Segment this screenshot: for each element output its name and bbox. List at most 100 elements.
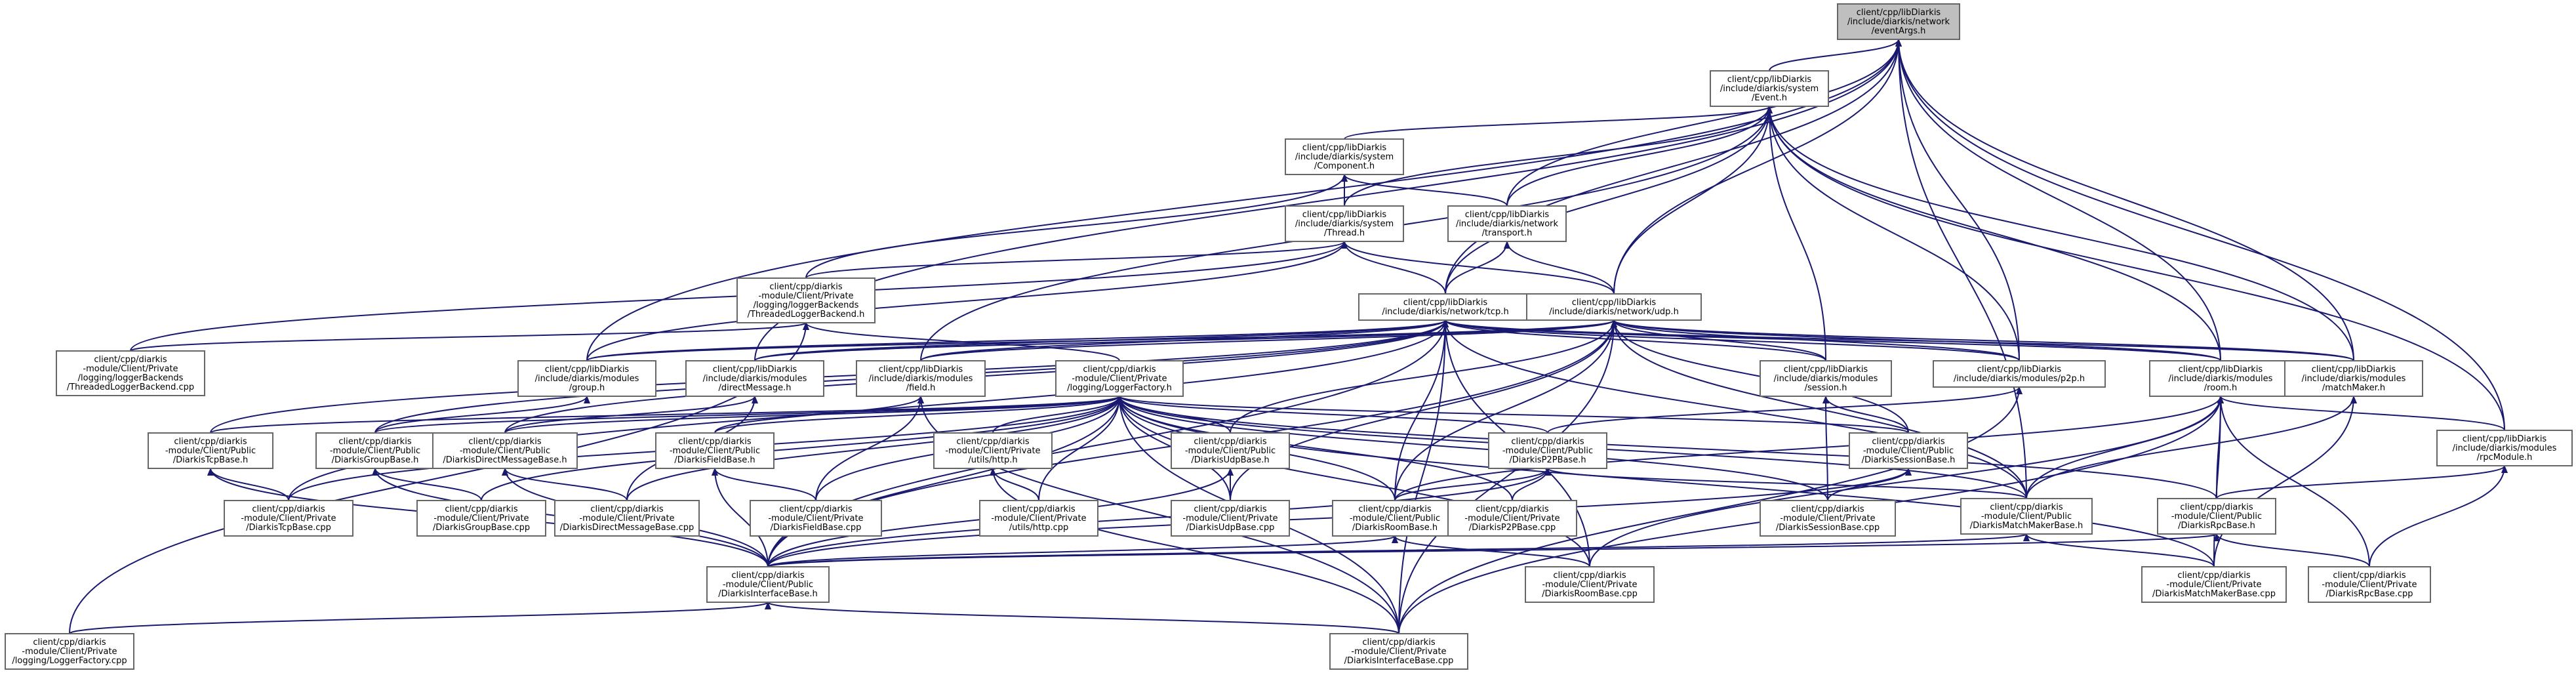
node-field[interactable]: client/cpp/libDiarkis/include/diarkis/mo… xyxy=(856,360,986,397)
edge-room-to-events xyxy=(1895,39,2221,361)
node-mmbase[interactable]: client/cpp/diarkis-module/Client/Public/… xyxy=(1960,498,2093,535)
edge-group-to-tcp xyxy=(586,319,1449,361)
node-tlb[interactable]: client/cpp/diarkis-module/Client/Private… xyxy=(736,277,875,323)
node-tcpcpp[interactable]: client/cpp/diarkis-module/Client/Private… xyxy=(224,500,353,537)
node-label-line: client/cpp/diarkis xyxy=(779,504,852,514)
node-room[interactable]: client/cpp/libDiarkis/include/diarkis/mo… xyxy=(2149,360,2292,397)
node-session[interactable]: client/cpp/libDiarkis/include/diarkis/mo… xyxy=(1760,360,1892,397)
node-tlbcpp[interactable]: client/cpp/diarkis-module/Client/Private… xyxy=(56,350,205,396)
node-label-line: client/cpp/diarkis xyxy=(769,282,842,292)
node-label-line: client/cpp/diarkis xyxy=(590,504,663,514)
node-label-line: /DiarkisRpcBase.cpp xyxy=(2325,589,2413,599)
edge-transport-to-event xyxy=(1506,106,1773,207)
node-label-line: /Component.h xyxy=(1314,161,1375,171)
node-roomcpp[interactable]: client/cpp/diarkis-module/Client/Private… xyxy=(1525,566,1655,603)
edge-groupbase-to-group xyxy=(374,396,590,434)
node-label-line: /DiarkisInterfaceBase.cpp xyxy=(1344,656,1454,666)
node-label-line: client/cpp/diarkis xyxy=(1083,365,1156,375)
node-fieldbase[interactable]: client/cpp/diarkis-module/Client/Public/… xyxy=(655,432,775,469)
edge-httpcpp-to-lf xyxy=(1038,396,1123,501)
node-label-line: /ThreadedLoggerBackend.h xyxy=(748,310,865,319)
node-groupcpp[interactable]: client/cpp/diarkis-module/Client/Private… xyxy=(416,500,546,537)
node-label-line: -module/Client/Private xyxy=(991,514,1086,523)
node-box xyxy=(517,360,656,397)
node-mmcpp[interactable]: client/cpp/diarkis-module/Client/Private… xyxy=(2141,566,2287,603)
edge-roombase-to-room xyxy=(1394,396,2224,501)
node-label-line: /include/diarkis/modules xyxy=(2302,374,2406,384)
node-udpbase[interactable]: client/cpp/diarkis-module/Client/Public/… xyxy=(1171,432,1290,469)
node-dm[interactable]: client/cpp/libDiarkis/include/diarkis/mo… xyxy=(685,360,824,397)
node-tcp[interactable]: client/cpp/libDiarkis/include/diarkis/ne… xyxy=(1358,293,1533,321)
edge-tlb-to-component xyxy=(805,174,1348,279)
node-box xyxy=(1358,293,1533,321)
node-dmcpp[interactable]: client/cpp/diarkis-module/Client/Private… xyxy=(554,500,700,537)
node-event[interactable]: client/cpp/libDiarkis/include/diarkis/sy… xyxy=(1710,70,1829,107)
node-fieldcpp[interactable]: client/cpp/diarkis-module/Client/Private… xyxy=(750,500,882,537)
node-thread[interactable]: client/cpp/libDiarkis/include/diarkis/sy… xyxy=(1285,205,1404,242)
node-label-line: /DiarkisP2PBase.cpp xyxy=(1469,523,1556,533)
node-box xyxy=(5,633,134,670)
node-box xyxy=(432,432,578,469)
node-p2pcpp[interactable]: client/cpp/diarkis-module/Client/Private… xyxy=(1447,500,1577,537)
node-p2p[interactable]: client/cpp/libDiarkis/include/diarkis/mo… xyxy=(1933,360,2106,388)
node-label-line: /DiarkisInterfaceBase.h xyxy=(718,589,817,599)
node-label-line: -module/Client/Public xyxy=(2171,512,2262,522)
edge-tcp-to-event xyxy=(1445,106,1773,295)
node-lf[interactable]: client/cpp/diarkis-module/Client/Private… xyxy=(1055,360,1184,397)
node-label-line: client/cpp/libDiarkis xyxy=(1784,365,1868,375)
edge-ifcpp-to-ifbase xyxy=(765,602,1399,634)
node-udp[interactable]: client/cpp/libDiarkis/include/diarkis/ne… xyxy=(1526,293,1702,321)
node-dmbase[interactable]: client/cpp/diarkis-module/Client/Public/… xyxy=(432,432,578,469)
node-groupbase[interactable]: client/cpp/diarkis-module/Client/Public/… xyxy=(315,432,435,469)
node-box xyxy=(1710,70,1829,107)
edge-rpcbase-to-lf xyxy=(1116,396,2217,499)
node-events[interactable]: client/cpp/libDiarkis/include/diarkis/ne… xyxy=(1837,3,1960,40)
edge-group-to-udp xyxy=(586,319,1617,361)
node-label-line: /include/diarkis/network/udp.h xyxy=(1549,307,1679,317)
node-lfcpp[interactable]: client/cpp/diarkis-module/Client/Private… xyxy=(5,633,134,670)
node-transport[interactable]: client/cpp/libDiarkis/include/diarkis/ne… xyxy=(1447,205,1567,242)
edge-p2p-to-events xyxy=(1895,39,2020,361)
node-roombase[interactable]: client/cpp/diarkis-module/Client/Public/… xyxy=(1332,500,1458,537)
edge-rpcbase-to-rpc xyxy=(2216,465,2508,499)
node-label-line: /eventArgs.h xyxy=(1872,26,1926,36)
edge-room-to-udp xyxy=(1611,319,2221,361)
node-rpc[interactable]: client/cpp/libDiarkis/include/diarkis/mo… xyxy=(2436,430,2573,466)
node-box xyxy=(2308,566,2431,603)
node-label-line: client/cpp/libDiarkis xyxy=(1572,298,1657,308)
edge-tcpcpp-to-tcpbase xyxy=(207,468,289,501)
node-label-line: client/cpp/diarkis xyxy=(252,504,325,514)
node-box xyxy=(2436,430,2573,466)
node-label-line: /rpcModule.h xyxy=(2477,453,2533,462)
node-udpcpp[interactable]: client/cpp/diarkis-module/Client/Private… xyxy=(1171,500,1290,537)
node-sessioncpp[interactable]: client/cpp/diarkis-module/Client/Private… xyxy=(1760,500,1896,537)
node-label-line: /logging/loggerBackends xyxy=(78,373,184,383)
edge-p2p-to-tcp xyxy=(1442,319,2020,361)
node-group[interactable]: client/cpp/libDiarkis/include/diarkis/mo… xyxy=(517,360,656,397)
edge-mm-to-events xyxy=(1895,39,2354,361)
node-label-line: -module/Client/Private xyxy=(1072,374,1167,384)
edge-ifbase-to-mmbase xyxy=(767,533,2030,567)
node-ifbase[interactable]: client/cpp/diarkis-module/Client/Public/… xyxy=(706,566,830,603)
node-rpccpp[interactable]: client/cpp/diarkis-module/Client/Private… xyxy=(2308,566,2431,603)
node-label-line: -module/Client/Private xyxy=(1780,514,1875,523)
node-label-line: -module/Client/Public xyxy=(460,446,550,456)
node-rpcbase[interactable]: client/cpp/diarkis-module/Client/Public/… xyxy=(2157,498,2276,535)
node-label-line: client/cpp/diarkis xyxy=(2333,571,2405,581)
edge-rpccpp-to-rpc xyxy=(2369,465,2508,567)
node-http[interactable]: client/cpp/diarkis-module/Client/Private… xyxy=(933,432,1053,469)
node-component[interactable]: client/cpp/libDiarkis/include/diarkis/sy… xyxy=(1285,138,1404,175)
node-ifcpp[interactable]: client/cpp/diarkis-module/Client/Private… xyxy=(1329,633,1468,670)
node-tcpbase[interactable]: client/cpp/diarkis-module/Client/Public/… xyxy=(148,432,273,469)
node-label-line: -module/Client/Private xyxy=(2166,580,2261,590)
node-box xyxy=(1760,500,1896,537)
node-label-line: /logging/loggerBackends xyxy=(754,300,859,310)
node-label-line: /session.h xyxy=(1805,383,1847,393)
node-mm[interactable]: client/cpp/libDiarkis/include/diarkis/mo… xyxy=(2284,360,2423,397)
node-label-line: client/cpp/libDiarkis xyxy=(1727,75,1812,85)
node-label-line: -module/Client/Private xyxy=(22,647,117,657)
node-sessionbase[interactable]: client/cpp/diarkis-module/Client/Public/… xyxy=(1849,432,1968,469)
node-label-line: /DiarkisGroupBase.h xyxy=(332,455,419,465)
node-p2pbase[interactable]: client/cpp/diarkis-module/Client/Public/… xyxy=(1488,432,1607,469)
node-httpcpp[interactable]: client/cpp/diarkis-module/Client/Private… xyxy=(979,500,1098,537)
